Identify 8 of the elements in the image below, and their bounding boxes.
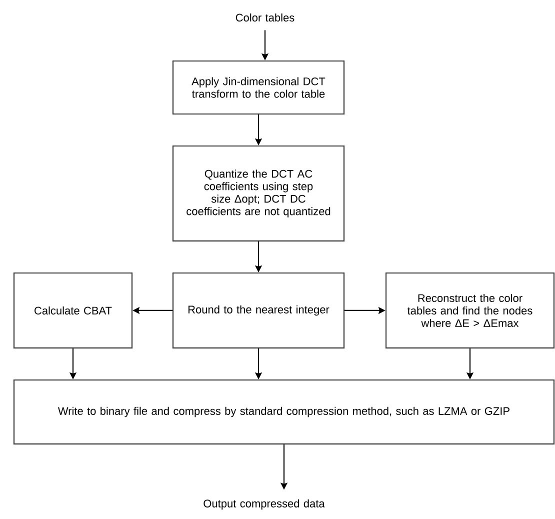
flow-text: Output compressed data	[204, 499, 325, 510]
process-box: Write to binary file and compress by standard compression method, such as LZMA or GZIP	[13, 379, 555, 445]
process-box: Apply Jin-dimensional DCT transform to the color table	[172, 60, 345, 115]
process-box: Round to the nearest integer	[172, 272, 345, 349]
process-box: Quantize the DCT AC coefficients using step size Δopt; DCT DC coefficients are not quantized	[172, 145, 345, 242]
process-box: Calculate CBAT	[13, 272, 133, 349]
flow-text: Color tables	[236, 13, 294, 22]
process-box: Reconstruct the color tables and find the nodes where ΔE > ΔEmax	[385, 272, 555, 349]
